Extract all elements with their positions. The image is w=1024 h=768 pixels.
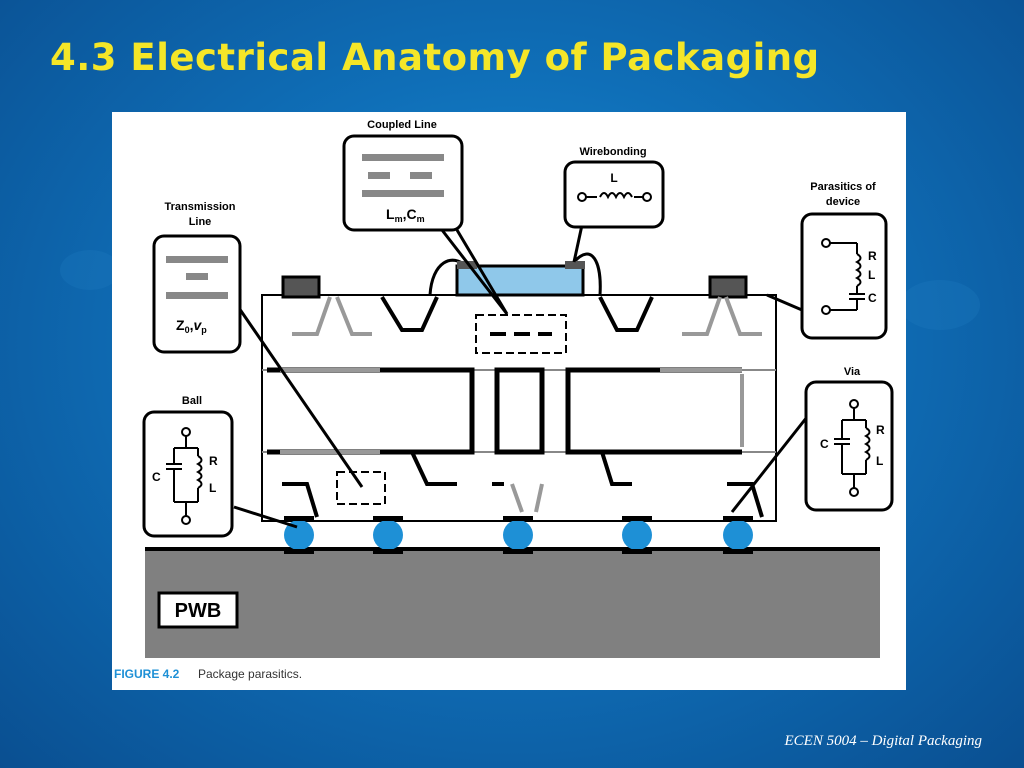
pwb-label-box	[157, 591, 239, 629]
wirebond-right	[572, 252, 602, 296]
coupled-line-symbol: Lm,Cm	[386, 206, 425, 224]
slide-title: 4.3 Electrical Anatomy of Packaging	[50, 36, 820, 79]
ball-c-symbol: C	[152, 470, 161, 484]
solder-ball	[373, 520, 403, 550]
solder-balls	[284, 520, 753, 550]
via-rlc-icon	[834, 399, 871, 497]
coupled-line-icon	[362, 154, 444, 197]
terminal-icon	[642, 192, 652, 202]
die	[455, 264, 585, 297]
device-left	[281, 275, 321, 299]
solder-ball	[723, 520, 753, 550]
callout-box-via	[804, 380, 894, 512]
transmission-line-region	[336, 471, 386, 505]
package-parasitics-diagram: PWB	[114, 119, 894, 681]
parasitics-l-symbol: L	[868, 268, 875, 282]
solder-ball	[622, 520, 652, 550]
ball-rlc-icon	[166, 427, 203, 525]
callout-label-parasitics-2: device	[826, 196, 860, 208]
via-l-symbol: L	[876, 454, 883, 468]
parasitics-c-symbol: C	[868, 291, 877, 305]
parasitics-r-symbol: R	[868, 249, 877, 263]
package-body	[261, 294, 777, 522]
transmission-line-symbol: Z0,vp	[176, 317, 207, 335]
background-decoration	[60, 250, 120, 290]
device-right	[708, 275, 748, 299]
slide-footer: ECEN 5004 – Digital Packaging	[784, 733, 982, 749]
figure-caption-number: FIGURE 4.2	[114, 667, 180, 681]
ball-pads	[284, 516, 753, 554]
rlc-circuit-icon	[821, 238, 865, 315]
background-decoration	[900, 280, 980, 330]
callout-label-transmission-line-2: Line	[189, 216, 212, 228]
via-r-symbol: R	[876, 423, 885, 437]
inner-planes	[267, 367, 742, 455]
figure-panel: PWB	[112, 112, 906, 690]
coupled-line-region	[475, 314, 567, 354]
transmission-line-icon	[166, 256, 228, 299]
vias	[282, 295, 764, 518]
pwb-board	[145, 548, 880, 658]
solder-ball	[284, 520, 314, 550]
callout-label-parasitics-1: Parasitics of	[810, 181, 876, 193]
figure-caption-text: Package parasitics.	[198, 667, 302, 681]
die-pad	[457, 261, 477, 269]
die-pad	[565, 261, 585, 269]
callout-label-transmission-line-1: Transmission	[165, 201, 236, 213]
solder-ball	[503, 520, 533, 550]
pwb-label: PWB	[175, 600, 222, 622]
gray-traces	[280, 296, 762, 454]
callout-label-wirebonding: Wirebonding	[579, 146, 646, 158]
via-c-symbol: C	[820, 437, 829, 451]
callout-pointers	[226, 224, 809, 529]
callout-box-ball	[142, 410, 234, 538]
callout-label-via: Via	[844, 366, 861, 378]
callout-label-ball: Ball	[182, 395, 202, 407]
wirebond-inductance-symbol: L	[610, 171, 617, 185]
ball-r-symbol: R	[209, 454, 218, 468]
callout-label-coupled-line: Coupled Line	[367, 119, 437, 131]
ball-l-symbol: L	[209, 481, 216, 495]
terminal-icon	[577, 192, 587, 202]
